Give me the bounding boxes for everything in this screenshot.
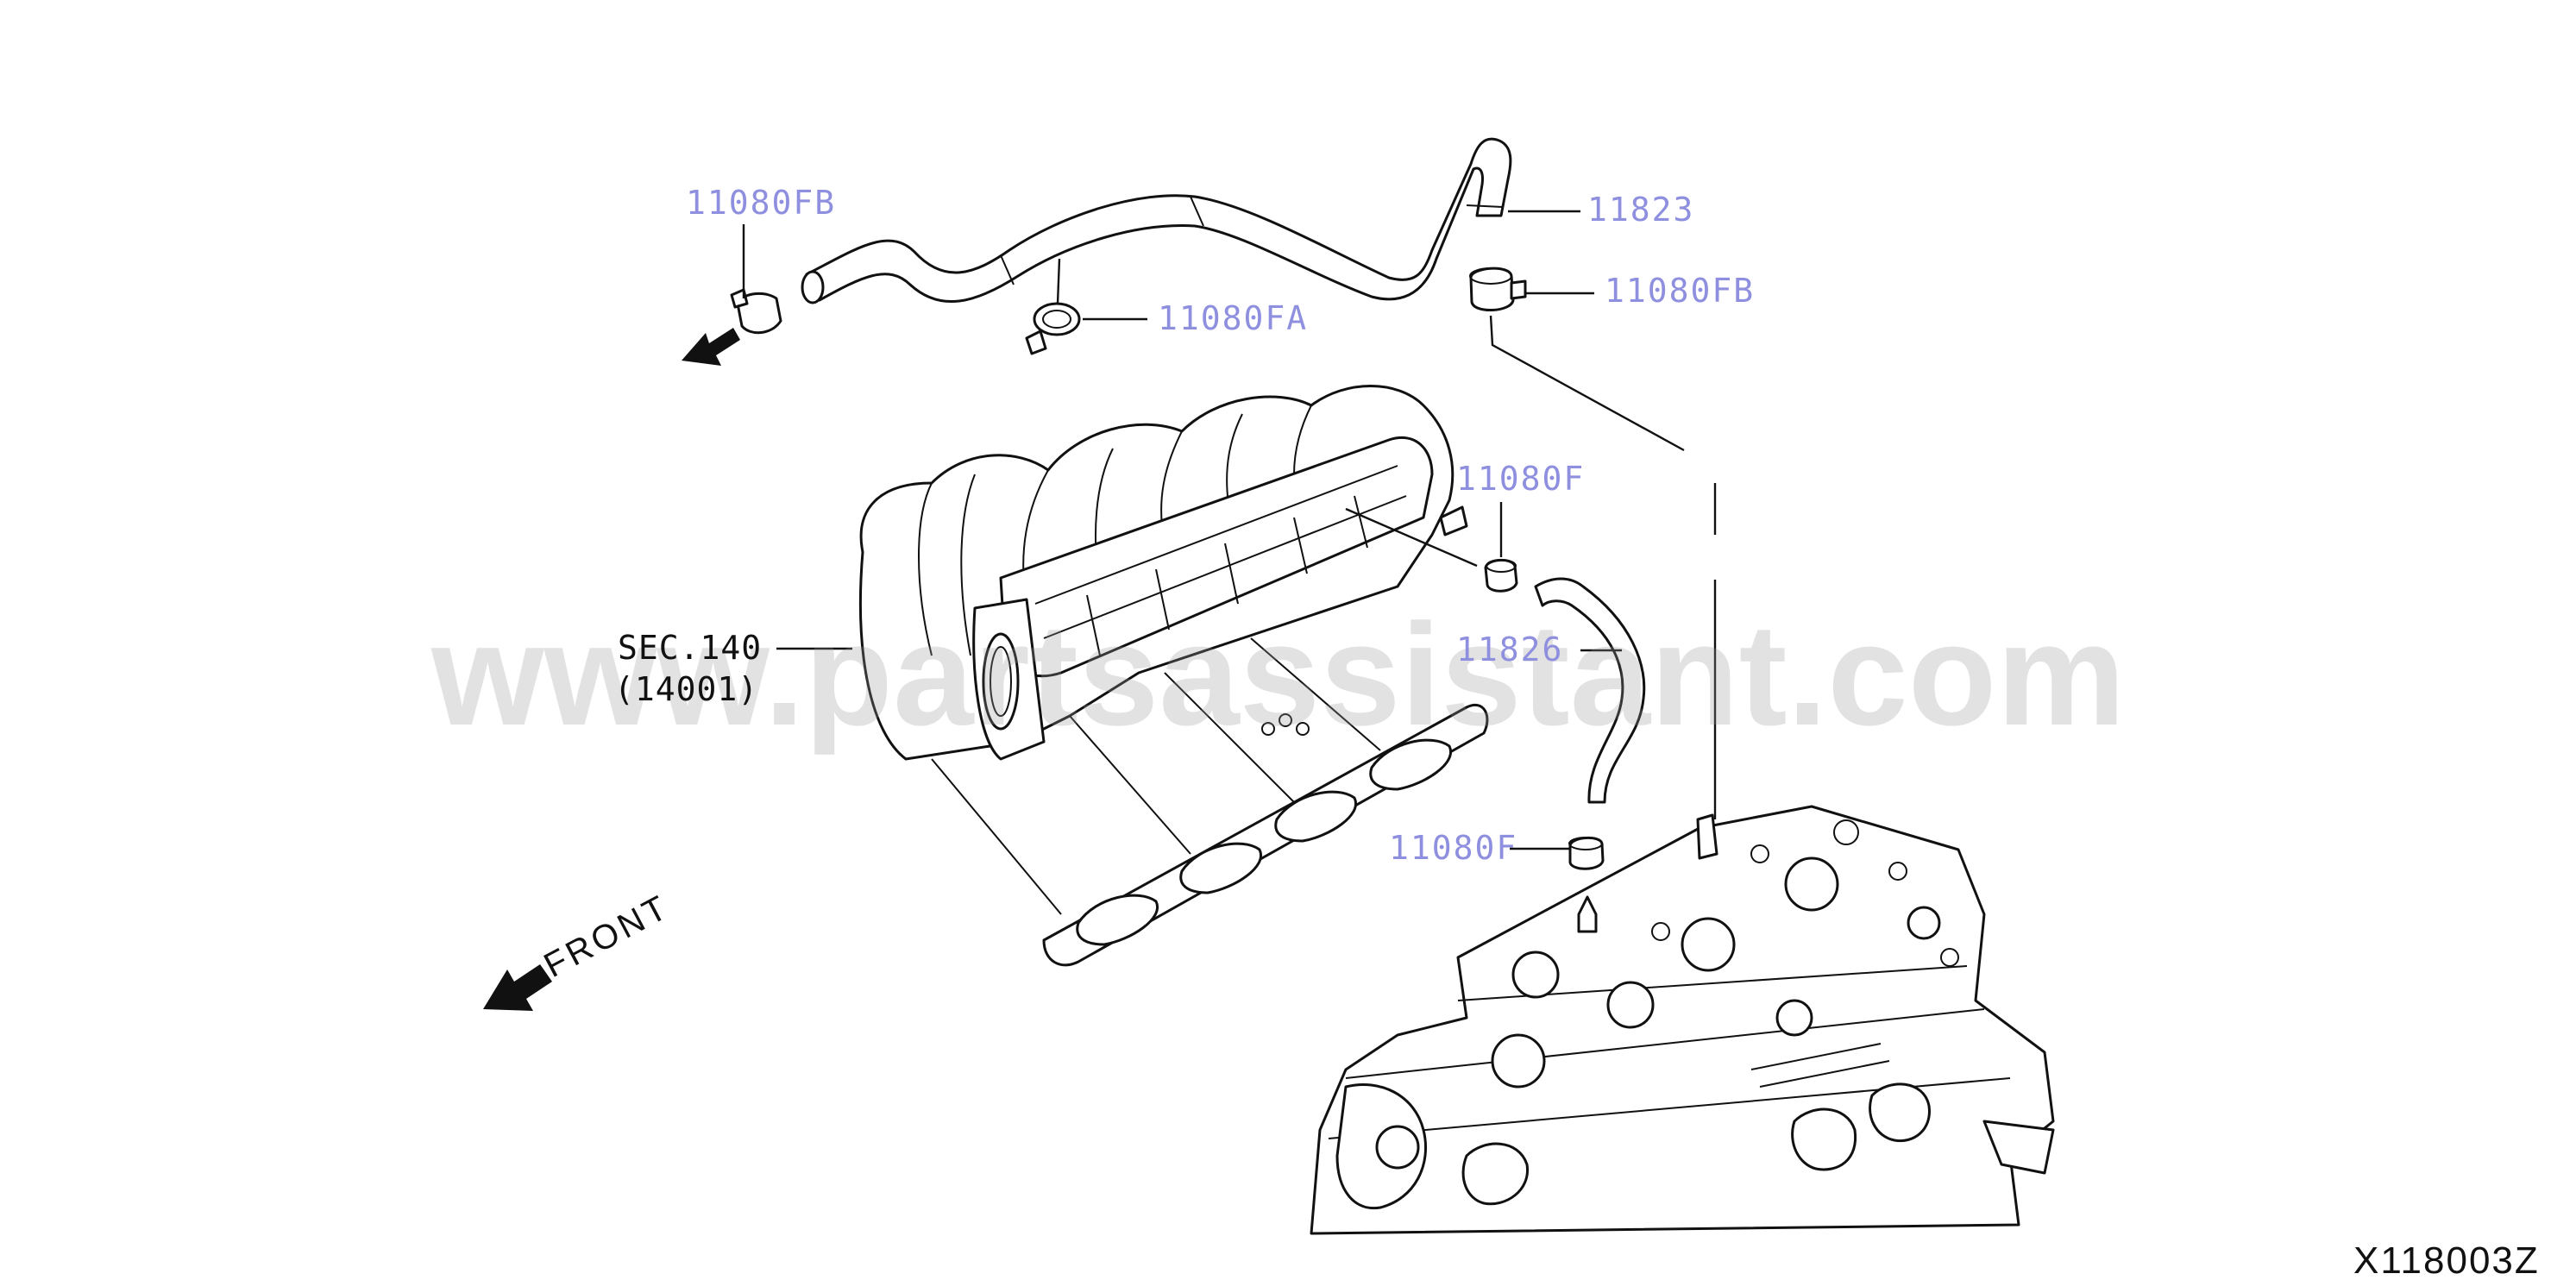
callout-hose-clamp-mid[interactable]: 11080FA (1158, 299, 1308, 337)
lower-breather-hose[interactable] (1534, 577, 1646, 804)
upper-breather-hose[interactable] (801, 137, 1512, 304)
callout-lower-clamp-lower[interactable]: 11080F (1389, 829, 1517, 867)
callout-lower-hose[interactable]: 11826 (1456, 631, 1563, 668)
section-ref-line2: (14001) (614, 670, 758, 708)
callout-lower-clamp-upper[interactable]: 11080F (1456, 460, 1585, 498)
callout-hose-clamp-left[interactable]: 11080FB (686, 184, 836, 222)
diagram-code: X118003Z (2353, 1239, 2540, 1280)
hose-clamp-right[interactable] (1469, 267, 1527, 312)
flow-arrow-icon (682, 328, 740, 366)
leader-lines (742, 210, 1717, 850)
watermark: www.partsassistant.com (430, 593, 2126, 756)
front-arrow-icon (483, 964, 552, 1011)
hose-clamp-mid[interactable] (1025, 302, 1081, 355)
engine-cylinder-head[interactable] (1310, 805, 2055, 1235)
intake-manifold[interactable] (858, 385, 1489, 967)
callout-hose-clamp-right[interactable]: 11080FB (1605, 272, 1755, 310)
callout-upper-hose[interactable]: 11823 (1587, 191, 1694, 229)
hose-clamp-left[interactable] (730, 288, 782, 335)
lower-clamp-upper[interactable] (1484, 559, 1518, 593)
front-label: FRONT (538, 888, 676, 985)
lower-clamp-lower[interactable] (1568, 837, 1605, 870)
section-ref-line1[interactable]: SEC.140 (618, 629, 762, 667)
